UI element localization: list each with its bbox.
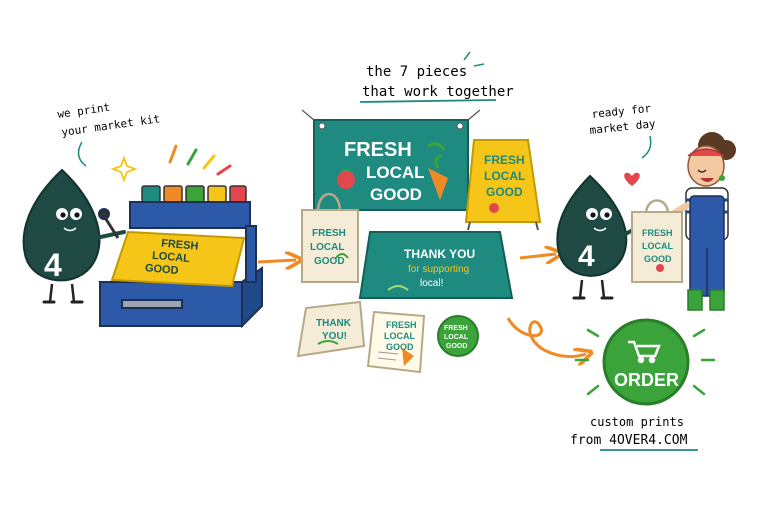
held-tote-line3: GOOD (644, 254, 672, 264)
thank-card-line1: THANK (316, 318, 352, 329)
tote-line2: LOCAL (310, 242, 344, 253)
tablecloth-line3: local! (420, 278, 443, 289)
sign-line2: LOCAL (484, 169, 525, 183)
banner-line1: FRESH (344, 139, 412, 161)
flyer-line2: LOCAL (384, 331, 415, 341)
flyer-line1: FRESH (386, 320, 417, 330)
cta-caption-line2[interactable]: from 4OVER4.COM (570, 433, 688, 448)
flyer (366, 310, 426, 374)
mascot-number-left: 4 (44, 247, 62, 283)
tote-line3: GOOD (314, 256, 345, 267)
svg-text:LOCAL: LOCAL (152, 250, 191, 265)
mascot-drop-left (22, 168, 126, 304)
flyer-line3: GOOD (386, 342, 414, 352)
ink-cups (141, 185, 247, 203)
held-tote-line2: LOCAL (642, 241, 673, 251)
pieces-caption-line1: the 7 pieces (366, 64, 467, 80)
tablecloth-line1: THANK YOU (404, 247, 475, 261)
flow-arrow-order (506, 317, 586, 357)
tablecloth (358, 231, 514, 299)
a-frame-sign (464, 139, 542, 231)
held-tote-bag (631, 199, 683, 283)
order-button[interactable]: ORDER (574, 318, 716, 406)
sticker-line2: LOCAL (444, 334, 469, 341)
pieces-caption-underline (359, 99, 497, 103)
banner-line2: LOCAL (366, 163, 425, 182)
intro-caption-arrow (77, 141, 87, 167)
svg-text:GOOD: GOOD (144, 262, 179, 277)
pieces-caption-line2: that work together (362, 84, 514, 100)
order-button-label: ORDER (614, 370, 679, 390)
mascot-number-right: 4 (578, 240, 595, 273)
sign-line1: FRESH (484, 153, 525, 167)
cta-caption-line1: custom prints (590, 415, 684, 429)
svg-text:FRESH: FRESH (161, 238, 199, 253)
order-burst-lines (574, 328, 716, 396)
cart-icon (628, 340, 661, 364)
sign-line3: GOOD (486, 185, 523, 199)
held-tote-line1: FRESH (642, 228, 673, 238)
sticker (437, 315, 479, 357)
caption-sparkle-lines (463, 51, 485, 67)
heart-icon (624, 172, 640, 186)
sparkle-icon (110, 155, 138, 183)
ready-caption-line1: ready for (591, 102, 652, 121)
tablecloth-line2: for supporting (408, 264, 469, 275)
mascot-drop-right (556, 174, 642, 300)
ready-caption-arrow (641, 135, 652, 159)
thank-card-line2: YOU! (322, 331, 347, 342)
flow-arrow-2 (519, 254, 556, 258)
tote-bag (301, 192, 359, 283)
press-print-sheet (110, 230, 246, 288)
tote-line1: FRESH (312, 228, 346, 239)
banner (301, 109, 481, 211)
banner-line3: GOOD (370, 185, 422, 204)
vendor-character (660, 132, 736, 311)
intro-caption-line1: we print (57, 101, 111, 121)
press-print-text: FRESH LOCAL GOOD (144, 238, 199, 278)
motion-lines (168, 144, 232, 176)
sticker-line1: FRESH (444, 325, 468, 332)
sticker-line3: GOOD (446, 343, 467, 350)
flow-arrow-1 (257, 260, 296, 262)
thank-you-card (296, 300, 366, 358)
